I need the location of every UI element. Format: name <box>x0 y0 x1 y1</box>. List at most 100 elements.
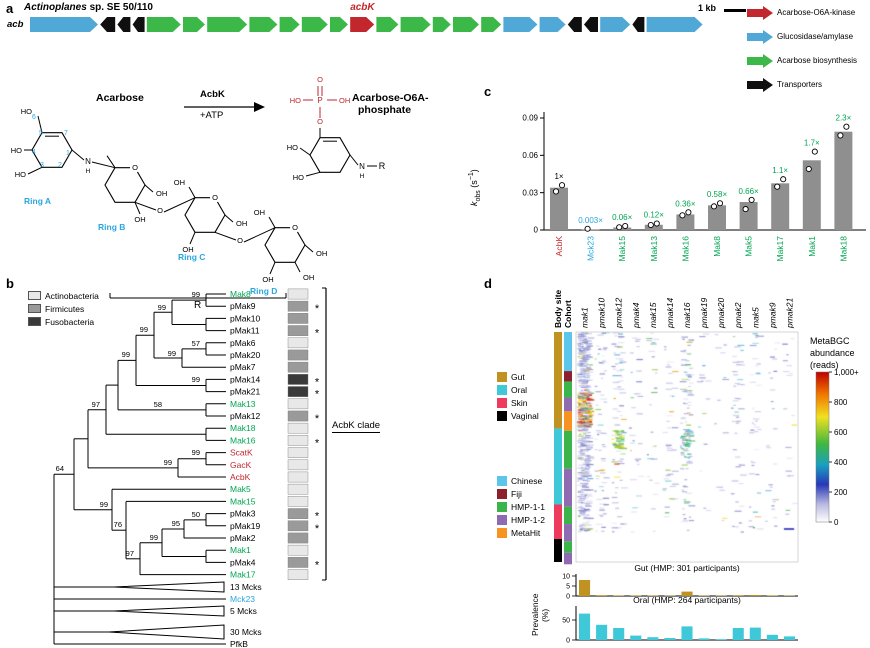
prev-tick-label: 5 <box>566 584 570 591</box>
cohort-swatch <box>497 489 507 499</box>
cohort-strip-segment <box>564 397 572 412</box>
organism-rest: sp. SE 50/110 <box>86 2 153 13</box>
phylum-cell <box>287 422 309 434</box>
substrate-label: Acarbose <box>96 92 144 104</box>
bootstrap-value: 99 <box>192 375 200 384</box>
phylum-cell <box>287 532 309 544</box>
cohort-strip-segment <box>564 524 572 542</box>
acbk-gene-label: acbK <box>350 2 375 13</box>
prevalence-y-label: Prevalence <box>530 593 540 636</box>
organism-genus: Actinoplanes <box>24 2 87 13</box>
prevalence-bar <box>647 595 659 596</box>
ring-oxygen: O <box>212 193 218 202</box>
heatmap-column-label: pmak21 <box>784 297 794 329</box>
ring-oxygen-bg <box>210 192 220 203</box>
asterisk-marker: * <box>315 559 320 571</box>
ring-oxygen-bg <box>290 222 300 233</box>
enzyme-tick-label: Mak18 <box>838 236 848 262</box>
phylum-cell <box>287 447 309 458</box>
replicate-point <box>685 209 692 216</box>
tip-label: pMak19 <box>230 521 261 531</box>
atom-label: HO <box>287 143 298 152</box>
prevalence-chart-title: Oral (HMP: 264 participants) <box>633 595 741 605</box>
tip-label: AcbK <box>230 472 251 482</box>
gene-legend-item: Acarbose biosynthesis <box>747 52 857 68</box>
heatmap-column-label: pmak2 <box>733 302 743 329</box>
atom-label: N <box>85 157 91 166</box>
heatmap-column-label: pmak20 <box>716 297 726 329</box>
replicate-point <box>622 222 629 230</box>
gene-arrow-black <box>632 17 645 32</box>
phylum-legend-label: Firmicutes <box>45 303 85 314</box>
prev-tick-label: 0 <box>566 594 570 601</box>
bond <box>299 147 311 156</box>
prev-tick-label: 10 <box>562 574 570 581</box>
phylum-cell <box>287 483 309 495</box>
body-site-legend-label: Vaginal <box>511 411 539 421</box>
tip-label: pMak7 <box>230 362 256 372</box>
tip-label: Mak16 <box>230 435 256 445</box>
gene-legend-label: Transporters <box>777 80 823 90</box>
bond <box>189 232 196 245</box>
enzyme-tick-label: Mck23 <box>586 236 596 261</box>
phylum-cell <box>287 337 309 349</box>
atom-label: OH <box>236 219 247 228</box>
body-site-strip-segment <box>554 428 562 505</box>
tip-label: pMak14 <box>230 374 261 384</box>
carbon-number: 2 <box>58 162 62 169</box>
atom-label: O <box>317 117 323 126</box>
carbon-number: 1 <box>66 150 70 157</box>
enzyme-tick-label: Mak5 <box>744 236 754 257</box>
cohort-strip-segment <box>564 381 572 398</box>
prevalence-bar <box>647 637 659 640</box>
fold-change-label: 0.003× <box>578 216 603 225</box>
gene-arrow-green <box>249 17 278 32</box>
heatmap-column-label: mak1 <box>580 307 590 328</box>
heatmap-column-label: mak15 <box>648 302 658 328</box>
heatmap-column-label: pmak10 <box>597 297 607 329</box>
bond <box>91 161 116 169</box>
carbon-number: 7 <box>64 130 68 137</box>
acbk-clade-label: AcbK clade <box>332 420 381 433</box>
sugar-ring <box>264 227 306 263</box>
bond <box>305 171 321 177</box>
gene-arrow-black <box>567 17 582 32</box>
kobs-bar <box>644 224 663 230</box>
kobs-bar <box>834 131 853 230</box>
gene-arrow-green <box>432 17 451 32</box>
tip-label: pMak12 <box>230 411 261 421</box>
tip-label: pMak10 <box>230 313 261 323</box>
body-site-strip-segment <box>554 504 562 539</box>
ring-c-label: Ring C <box>178 252 206 262</box>
gene-arrow-green <box>400 17 431 32</box>
bond <box>144 184 154 193</box>
gene-arrow-green <box>207 17 248 32</box>
atom-label: HO <box>293 173 304 182</box>
enzyme-tick-label: AcbK <box>554 236 564 257</box>
body-site-legend-label: Oral <box>511 385 527 395</box>
phylum-cell <box>287 398 309 410</box>
cohort-strip-segment <box>564 506 572 525</box>
collapsed-clade-triangle <box>113 605 225 617</box>
fold-change-label: 1.7× <box>804 139 820 148</box>
phylum-cell <box>287 288 309 300</box>
enzyme-tick-label: Mak1 <box>807 236 817 257</box>
colorbar-tick-label: 0 <box>834 518 839 527</box>
gene-arrow-icon <box>747 5 773 20</box>
ring-oxygen: O <box>292 223 298 232</box>
tip-label: Mak8 <box>230 289 251 299</box>
phylum-swatch <box>28 317 41 327</box>
prevalence-bar <box>732 628 744 640</box>
bond <box>27 166 43 175</box>
prevalence-bar <box>749 627 761 640</box>
carbon-number: 6 <box>32 114 36 121</box>
cohort-strip-segment <box>564 541 572 553</box>
colorbar-tick-label: 800 <box>834 398 848 407</box>
atom-label: OH <box>262 275 273 284</box>
panel-d-label: d <box>484 276 492 291</box>
fold-change-label: 2.3× <box>836 114 852 123</box>
tip-label: pMak6 <box>230 338 256 348</box>
